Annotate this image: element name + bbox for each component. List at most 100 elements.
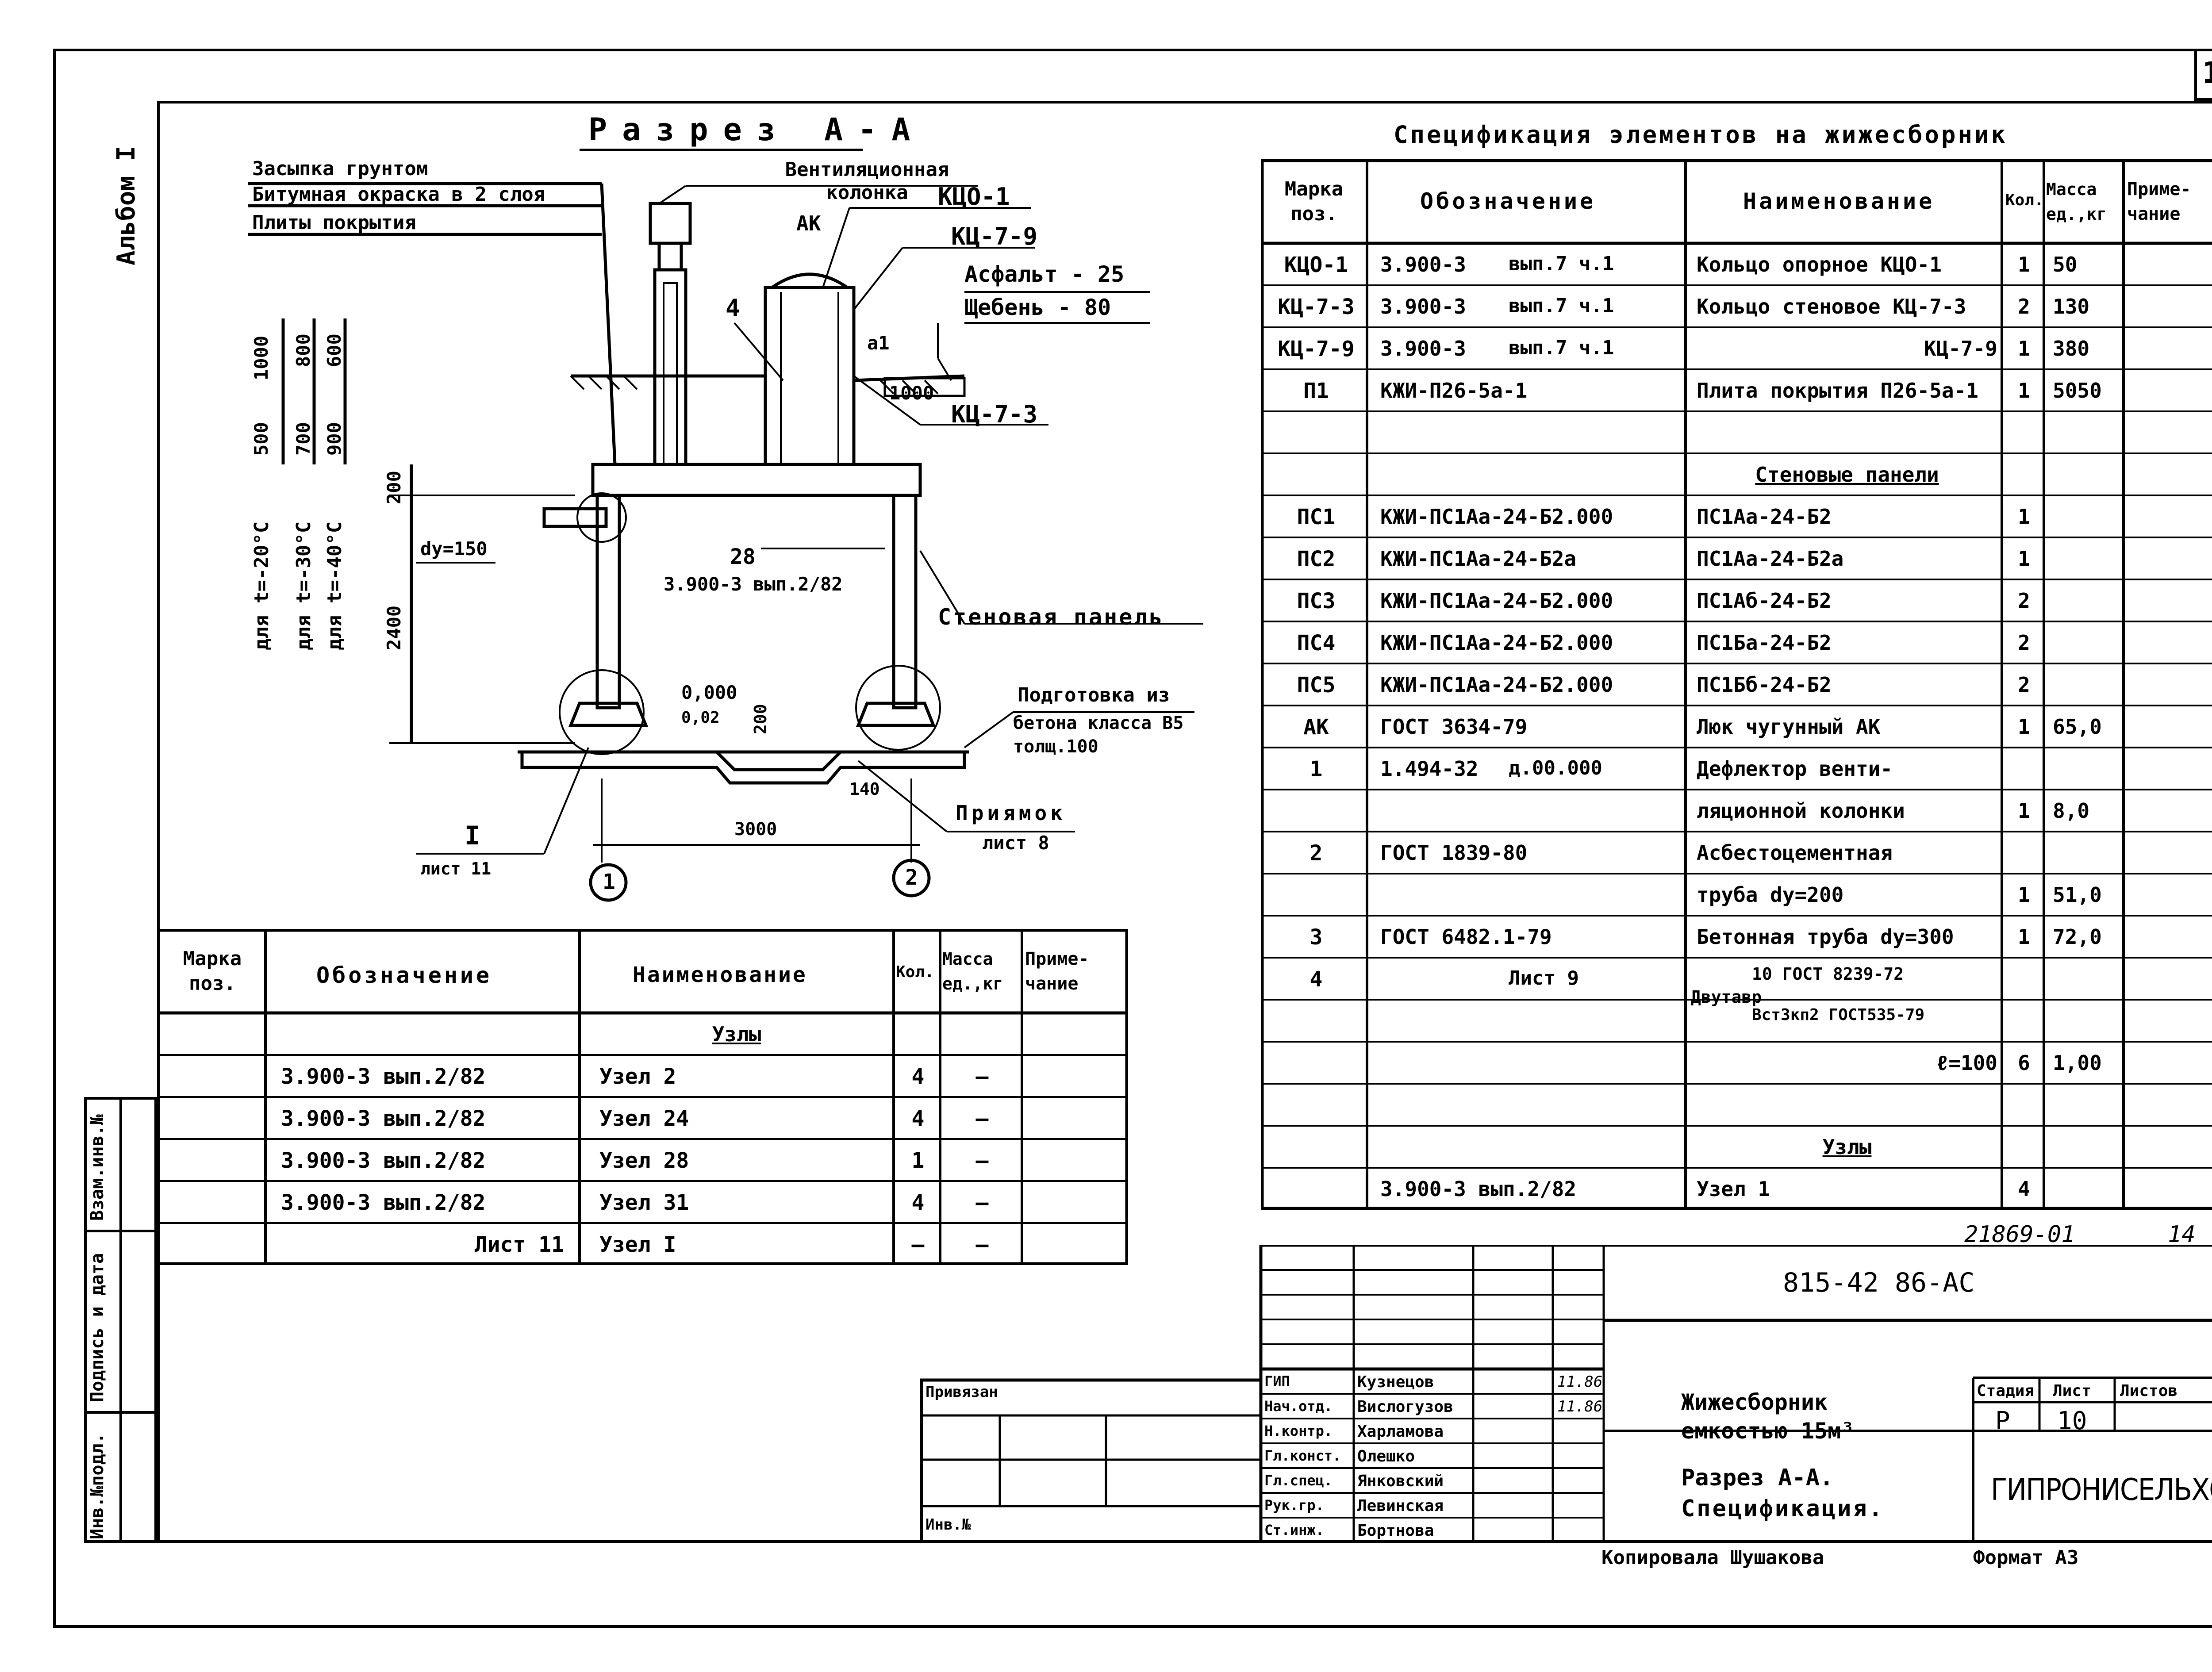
spec-row-name: Кольцо опорное КЦО-1 [1697,253,1942,276]
spec-row-mark: АК [1303,715,1329,740]
stamp-date: 11.86 [1557,1398,1603,1415]
left-row-qty: 4 [911,1064,925,1089]
spec-row-code: КЖИ-ПС1Аа-24-Б2.000 [1380,673,1613,697]
wall-panel-label: Стеновая панель [938,604,1164,630]
left-row-code: 3.900-3 вып.2/82 [281,1064,486,1089]
spec-row-mass: 51,0 [2053,883,2102,907]
left-row-name: Узел 31 [599,1190,689,1215]
stamp-role: ГИП [1264,1373,1290,1390]
prep-label-2: бетона класса В5 [1013,713,1184,733]
header-note: Приме- чание [1025,949,1089,994]
spec-row-name: Плита покрытия П26-5а-1 [1697,379,1978,403]
header-qty: Кол. [896,963,934,981]
level-0: 0,000 [681,682,737,703]
sheet-header: Лист [2053,1382,2091,1400]
stamp-role: Нач.отд. [1264,1398,1333,1415]
left-row-qty: 1 [911,1148,925,1173]
temp-label-40: для t=-40°С [323,521,346,650]
spec-row-mark: ПС4 [1297,631,1336,656]
sheet-corner-number: 14 [2202,56,2212,90]
layer-label-backfill: Засыпка грунтом [252,157,428,180]
layer-label-bitumen: Битумная окраска в 2 слоя [252,183,545,206]
spec-row-mass: 8,0 [2053,799,2090,823]
spec-row-qty: 1 [2018,505,2030,529]
spec-row-qty: 6 [2018,1051,2030,1075]
spec-row-mass: 380 [2053,337,2090,360]
spec-row-name: Узлы [1822,1135,1872,1159]
spec-row-mark: КЦО-1 [1284,253,1348,277]
spec-row-mark: ПС1 [1297,505,1336,529]
stamp-name: Олешко [1357,1447,1415,1465]
sheet-title-2: Спецификация. [1681,1496,1884,1522]
outer-frame [53,49,2212,1628]
spec-row-name: Асбестоцементная [1697,841,1893,865]
left-row-mass: — [975,1106,989,1131]
spec-row-name: ПС1Аа-24-Б2 [1697,505,1832,529]
dim-left-top-1: 800 [292,334,314,367]
spec-row-mark: 3 [1310,925,1323,950]
spec-row-mark: КЦ-7-9 [1278,337,1355,361]
spec-row-mass: 72,0 [2053,925,2102,949]
section-row: Узлы [712,1022,761,1046]
spec-row-name: Стеновые панели [1755,463,1939,487]
sheets-header: Листов [2120,1382,2178,1400]
left-row-code: 3.900-3 вып.2/82 [281,1190,486,1215]
corner-box [2194,49,2212,101]
kc73-label: КЦ-7-3 [951,400,1038,428]
doc-code: 815-42 86-АС [1783,1267,1975,1298]
stamp-role: Н.контр. [1264,1423,1333,1439]
inv-no-label: Инв.№ [926,1516,971,1534]
dim-1000-asphalt: 1000 [889,382,934,404]
node-28-ref: 3.900-3 вып.2/82 [664,573,843,595]
left-row-qty: 4 [911,1190,925,1215]
dim-2400: 2400 [383,605,405,650]
left-row-mass: — [975,1190,989,1215]
slope-label: а1 [867,332,890,354]
spec-row-code: ГОСТ 6482.1-79 [1380,925,1552,949]
spec-row-code: КЖИ-П26-5а-1 [1380,379,1528,403]
stamp-role: Гл.конст. [1264,1447,1341,1464]
header-mark: Марка поз. [1284,178,1344,225]
spec-right-title: Спецификация элементов на жижесборник [1394,121,2008,149]
spec-row-qty: 1 [2018,547,2030,571]
vent-column-label: Вентиляционная колонка [785,158,949,204]
margin-divider-2 [84,1230,157,1232]
gravel-label: Щебень - 80 [964,295,1111,320]
spec-row-mass: 1,00 [2053,1051,2102,1075]
left-row-name: Узел 28 [599,1148,689,1173]
left-row-mass: — [975,1148,989,1173]
stamp-name: Бортнова [1357,1522,1434,1540]
spec-row-issue: вып.7 ч.1 [1509,253,1614,275]
stamp-role: Гл.спец. [1264,1472,1333,1489]
left-row-qty: — [911,1232,925,1257]
dvutavr-top: 10 ГОСТ 8239-72 [1752,964,1904,984]
spec-row-name: труба dy=200 [1697,883,1844,907]
header-mass: Масса ед.,кг [2046,180,2107,224]
spec-row-qty: 2 [2018,589,2030,613]
vent-column-code: АК [796,211,821,235]
dim-200-top: 200 [383,471,405,504]
margin-divider-1 [119,1097,122,1543]
header-name: Наименование [1743,188,1935,214]
kco-label: КЦО-1 [938,183,1010,211]
spec-row-mark: 2 [1310,841,1323,866]
spec-row-qty: 1 [2018,715,2030,739]
temp-label-30: для t=-30°С [292,521,315,650]
spec-row-qty: 2 [2018,673,2030,697]
stamp-date: 11.86 [1557,1373,1603,1391]
header-note: Приме- чание [2127,179,2191,224]
format-label: Формат А3 [1973,1546,2079,1569]
spec-row-mark: ПС3 [1297,589,1336,614]
section-title-underline [580,149,863,151]
spec-row-code: 3.900-3 [1380,337,1466,360]
spec-row-mark: ПС5 [1297,673,1336,698]
pipe-dy-underline [416,562,495,564]
dvutavr-bottom: Вст3кп2 ГОСТ535-79 [1752,1006,1925,1024]
left-row-code: 3.900-3 вып.2/82 [281,1106,486,1131]
object-line-2: емкостью 15м³ [1681,1418,1855,1444]
spec-row-name: ℓ=100 [1936,1051,1997,1075]
spec-row-qty: 1 [2018,337,2030,360]
spec-row-name: ПС1Бб-24-Б2 [1697,673,1832,697]
